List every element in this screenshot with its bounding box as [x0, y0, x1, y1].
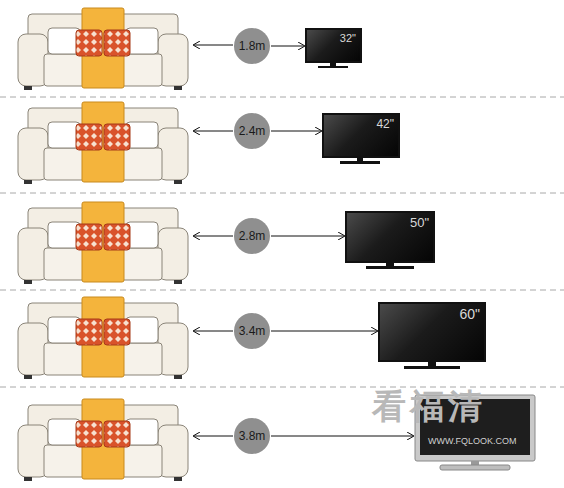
distance-arrow	[271, 236, 344, 237]
distance-label: 2.8m	[239, 229, 266, 243]
distance-arrow	[271, 131, 321, 132]
tv-size-label: 32"	[340, 32, 356, 44]
tv-size-label: 60"	[459, 306, 480, 322]
distance-label: 3.4m	[239, 324, 266, 338]
distance-circle: 3.8m	[234, 418, 270, 454]
distance-label: 3.8m	[239, 429, 266, 443]
tv-screen: 60"	[378, 302, 486, 362]
distance-label: 2.4m	[239, 124, 266, 138]
tv-size-label: 42"	[376, 117, 394, 131]
watermark: WWW.FQLOOK.COM	[428, 436, 517, 446]
tv-screen: 50"	[345, 211, 435, 263]
distance-arrow	[271, 331, 377, 332]
watermark: 看福清	[372, 384, 486, 430]
distance-arrow	[271, 46, 304, 47]
tv-screen: 32"	[305, 28, 362, 63]
distance-circle: 1.8m	[234, 28, 270, 64]
tv-screen: 42"	[322, 113, 400, 158]
distance-circle: 2.4m	[234, 113, 270, 149]
distance-label: 1.8m	[239, 39, 266, 53]
distance-circle: 3.4m	[234, 313, 270, 349]
tv-size-label: 50"	[410, 215, 429, 230]
distance-circle: 2.8m	[234, 218, 270, 254]
